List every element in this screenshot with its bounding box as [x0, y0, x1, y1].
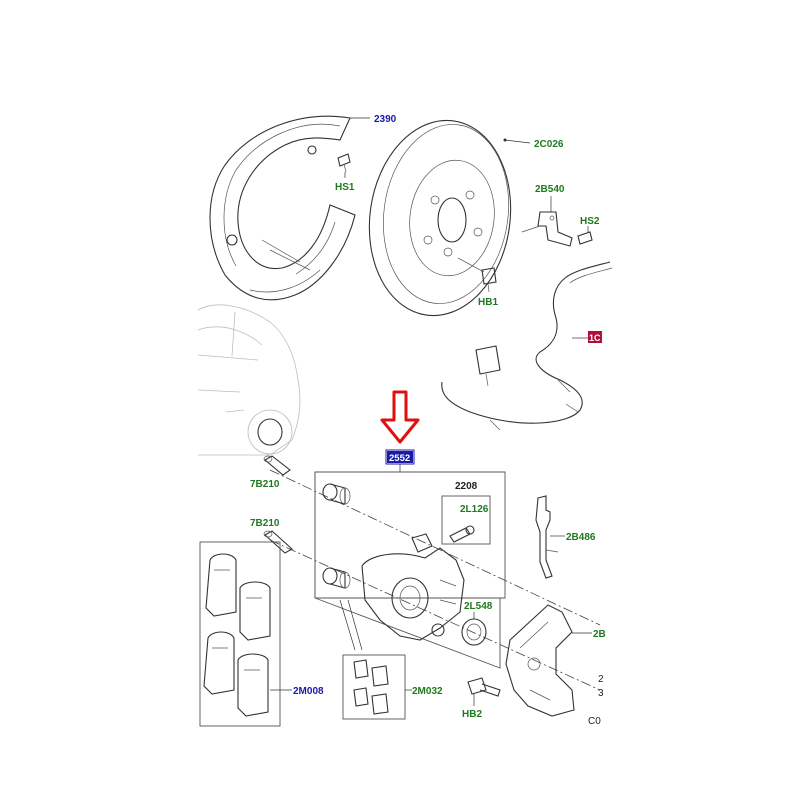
label-disc-bolt: HB1	[478, 297, 498, 308]
sensor-bracket[interactable]	[521, 211, 573, 247]
label-shield-screw: HS1	[335, 182, 355, 193]
label-bush-kit: 2M032	[412, 686, 443, 697]
label-carrier-bolt: HB2	[462, 709, 482, 720]
bush-upper[interactable]	[322, 483, 351, 505]
bracket-screw[interactable]	[577, 231, 593, 245]
label-clip: 2B486	[566, 532, 596, 543]
label-bracket-screw: HS2	[580, 216, 600, 227]
label-bleed-screw: 2L126	[460, 504, 489, 515]
corner-code: C0	[588, 716, 601, 727]
pads-box	[199, 541, 281, 727]
label-guide-pin-upper: 7B210	[250, 479, 280, 490]
sensor-tag-box[interactable]	[588, 331, 602, 343]
abs-sensor-harness[interactable]	[441, 261, 613, 431]
bush-lower[interactable]	[322, 567, 351, 589]
splash-shield[interactable]	[209, 115, 356, 301]
bleed-kit-box	[441, 495, 491, 545]
label-shield: 2390	[374, 114, 397, 125]
caliper-body[interactable]	[361, 533, 465, 641]
brake-pads[interactable]	[203, 553, 271, 717]
corner-text-b: 3	[598, 688, 604, 699]
label-pads: 2M008	[293, 686, 324, 697]
label-caliper-kit: 2552	[389, 453, 410, 464]
down-arrow-icon	[380, 390, 420, 444]
brake-disc[interactable]	[357, 111, 523, 325]
bleed-screw[interactable]	[449, 525, 475, 543]
disc-bolt[interactable]	[481, 267, 497, 293]
caliper-kit-tag[interactable]	[387, 451, 413, 463]
label-piston-seal: 2L548	[464, 601, 493, 612]
label-bracket: 2B540	[535, 184, 565, 195]
piston-seal[interactable]	[461, 618, 487, 646]
bush-kit-box	[342, 654, 406, 720]
bush-kit[interactable]	[353, 659, 389, 715]
retaining-clip[interactable]	[535, 495, 559, 579]
shield-screw[interactable]	[337, 153, 351, 173]
label-bleed-kit: 2208	[455, 481, 478, 492]
guide-pin-upper[interactable]	[263, 455, 291, 476]
carrier-bolt[interactable]	[467, 677, 501, 697]
label-disc: 2C026	[534, 139, 564, 150]
vehicle-silhouette	[197, 304, 301, 456]
caliper-carrier[interactable]	[505, 604, 575, 717]
label-sensor-tag: 1C	[589, 333, 601, 343]
guide-pin-lower[interactable]	[263, 530, 293, 554]
label-carrier: 2B	[593, 629, 606, 640]
corner-text-a: 2	[598, 674, 604, 685]
label-guide-pin-lower: 7B210	[250, 518, 280, 529]
